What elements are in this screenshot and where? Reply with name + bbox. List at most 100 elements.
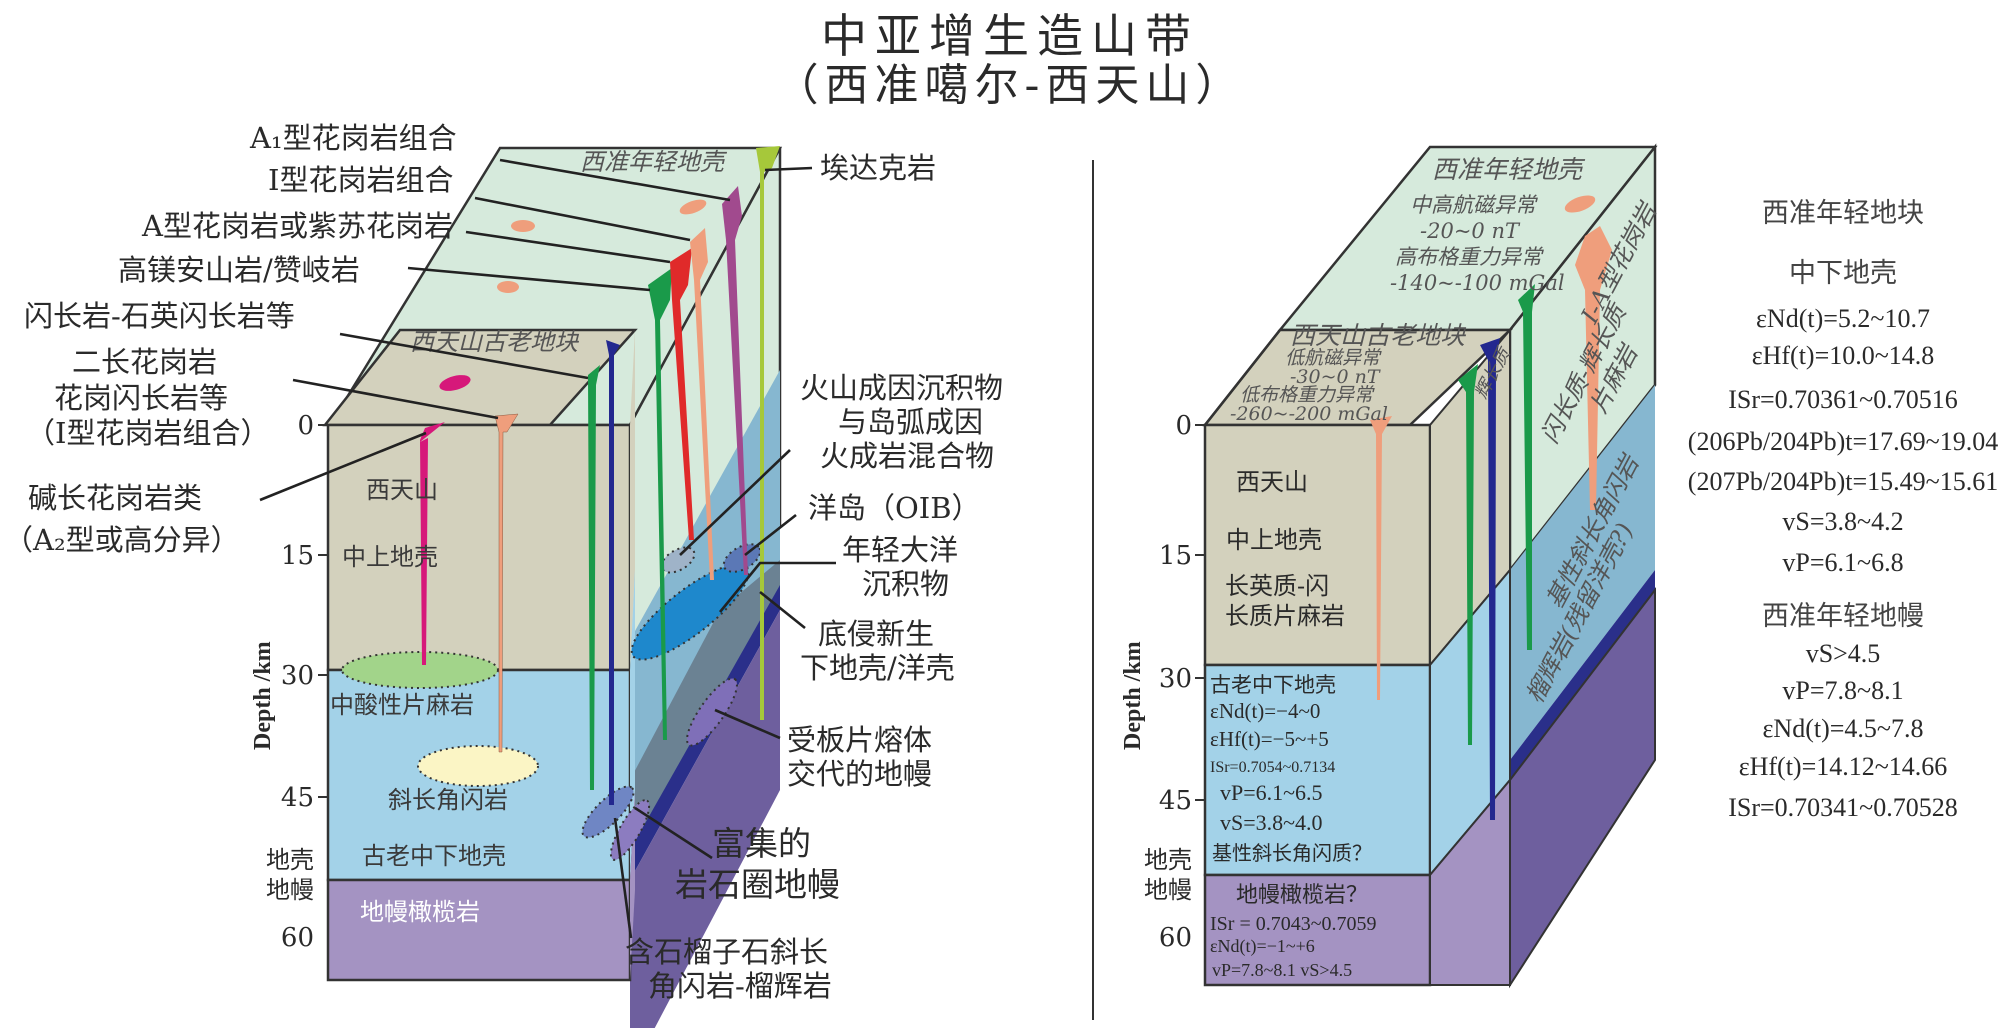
left-junggar-top-label: 西准年轻地壳	[580, 148, 728, 176]
left-mantle-dark	[630, 610, 780, 1028]
left-purple-dike	[722, 186, 748, 575]
right-lower-title: 古老中下地壳	[1210, 673, 1336, 697]
callout-diorite: 闪长岩-石英闪长岩等	[24, 299, 295, 333]
leader-adakite	[764, 166, 813, 172]
left-mantle-face	[326, 878, 632, 982]
right-depth-axis: 0 15 30 45 60 地壳 地幔 Depth /km	[1120, 411, 1205, 953]
right-lower-eHf: εHf(t)=−5~+5	[1210, 727, 1329, 751]
right-fold-edge	[1204, 329, 1281, 426]
callout-alkali-granite-2: （A₂型或高分异）	[4, 523, 240, 557]
right-mantle-vPvS: vP=7.8~8.1 vS>4.5	[1212, 960, 1352, 980]
side-crust-vS: vS=3.8~4.2	[1782, 507, 1903, 536]
right-mantle-ISr: ISr = 0.7043~0.7059	[1210, 913, 1377, 935]
left-face-mid-upper-crust: 中上地壳	[342, 543, 438, 571]
left-upper-crust-face	[326, 423, 632, 672]
leader-enriched	[634, 806, 713, 860]
callout-young-ocean-2: 沉积物	[862, 567, 949, 601]
leader-young-ocean	[718, 561, 836, 613]
left-surface-blob-magenta	[439, 375, 471, 391]
right-tianshan-top-line-2: -30~0 nT	[1290, 366, 1381, 388]
left-slab-melt-pool	[686, 677, 738, 747]
right-ia-granite-dike	[1575, 226, 1612, 510]
callout-a-charnockite: A型花岗岩或紫苏花岗岩	[141, 209, 453, 243]
callout-oib: 洋岛（OIB）	[808, 491, 981, 525]
left-volcanic-small	[660, 546, 696, 574]
left-moho-crust-label: 地壳	[266, 846, 314, 874]
callout-enriched-1: 富集的	[712, 824, 811, 863]
right-lower-ISr: ISr=0.7054~0.7134	[1210, 759, 1335, 776]
right-junggar-side-blue	[1510, 385, 1655, 760]
right-orange-dike-small	[1370, 416, 1392, 700]
right-tick-60: 60	[1159, 923, 1192, 953]
callout-volcanic-3: 火成岩混合物	[820, 439, 994, 473]
callout-underplate-2: 下地壳/洋壳	[800, 651, 955, 685]
right-blue-gabbro-dike	[1480, 338, 1500, 820]
left-alkali-granite-dike	[420, 422, 445, 665]
left-green-dike-1	[588, 365, 600, 790]
side-crust-pb207: (207Pb/204Pb)t=15.49~15.61	[1688, 467, 1998, 496]
left-face-ancient-crust: 古老中下地壳	[362, 842, 506, 870]
callout-enriched-2: 岩石圈地幔	[675, 865, 840, 904]
side-mantle-vP: vP=7.8~8.1	[1782, 676, 1903, 705]
side-panel: 西准年轻地块 中下地壳 εNd(t)=5.2~10.7 εHf(t)=10.0~…	[1688, 198, 1998, 822]
left-moho-mantle-label: 地幔	[266, 876, 314, 904]
callout-underplate-1: 底侵新生	[818, 617, 934, 651]
leader-volcanic	[679, 449, 791, 556]
left-depth-axis: 0 15 30 45 60 地壳 地幔 Depth /km	[250, 411, 328, 953]
callout-two-feldspar-1: 二长花岗岩	[72, 345, 217, 379]
right-front-side-mantle	[1429, 777, 1511, 986]
right-lower-vS: vS=3.8~4.0	[1220, 810, 1323, 835]
leader-a1-granite	[499, 158, 731, 202]
right-mantle-face	[1203, 873, 1432, 987]
callout-slab-melt-2: 交代的地幔	[787, 757, 932, 791]
right-mantle-title: 地幔橄榄岩？	[1236, 883, 1368, 908]
callout-two-feldspar-2: 花岗闪长岩等	[54, 381, 228, 415]
right-tick-30: 30	[1159, 664, 1192, 694]
right-tianshan-top-line-3: 低布格重力异常	[1240, 384, 1375, 406]
callout-high-mg-andesite: 高镁安山岩/赞岐岩	[118, 253, 360, 287]
right-junggar-top-line-2: -20~0 nT	[1420, 219, 1521, 243]
callout-two-feldspar-3: （I型花岗岩组合）	[26, 416, 269, 450]
side-mantle-ISr: ISr=0.70341~0.70528	[1728, 793, 1958, 822]
right-lower-vP: vP=6.1~6.5	[1220, 780, 1323, 805]
right-underplate	[1510, 570, 1655, 780]
side-mantle-eHf: εHf(t)=14.12~14.66	[1739, 752, 1948, 781]
callout-garnet-1: 含石榴子石斜长	[625, 935, 828, 969]
title-line-2: （西准噶尔-西天山）	[775, 60, 1246, 111]
side-mantle-eNd: εNd(t)=4.5~7.8	[1763, 714, 1924, 743]
right-tick-45: 45	[1159, 786, 1192, 816]
leader-underplate	[759, 590, 806, 630]
right-moho-crust-label: 地壳	[1144, 846, 1192, 874]
right-tick-0: 0	[1175, 411, 1192, 441]
left-tick-60: 60	[281, 923, 314, 953]
right-junggar-top-line-4: -140~-100 mGal	[1390, 271, 1565, 295]
right-surface-blob-1	[1564, 195, 1596, 213]
leader-a-charnockite	[465, 230, 671, 264]
leader-i-granite	[474, 196, 691, 242]
right-tick-15: 15	[1159, 541, 1192, 571]
right-green-dike-2	[1518, 284, 1535, 650]
left-red-dike	[670, 248, 694, 540]
side-mantle-vS: vS>4.5	[1806, 639, 1881, 668]
right-face-mid-upper: 中上地壳	[1226, 526, 1322, 554]
callout-i-granite: I型花岗岩组合	[268, 163, 453, 197]
callout-adakite: 埃达克岩	[820, 151, 936, 185]
callout-young-ocean-1: 年轻大洋	[842, 533, 958, 567]
leader-alkali-granite	[259, 431, 427, 502]
right-lower-note: 基性斜长角闪质？	[1212, 841, 1372, 865]
callout-volcanic-1: 火山成因沉积物	[800, 371, 1003, 405]
left-adakite-dike	[756, 146, 780, 720]
right-depth-axis-title: Depth /km	[1120, 641, 1146, 750]
right-tianshan-top-line-4: -260~-200 mGal	[1230, 403, 1388, 425]
left-green-dike-2	[648, 268, 672, 740]
leader-diorite	[339, 332, 589, 380]
right-block-diagram: 西准年轻地壳 中高航磁异常 -20~0 nT 高布格重力异常 -140~-100…	[1120, 143, 1663, 989]
left-tick-30: 30	[281, 661, 314, 691]
right-lower-crust-face	[1203, 663, 1432, 877]
left-i-granite-small-dike	[494, 413, 519, 753]
side-heading: 西准年轻地块	[1762, 198, 1924, 229]
leader-high-mg-andesite	[407, 266, 651, 292]
left-tick-15: 15	[281, 541, 314, 571]
callout-alkali-granite-1: 碱长花岗岩类	[28, 481, 202, 515]
